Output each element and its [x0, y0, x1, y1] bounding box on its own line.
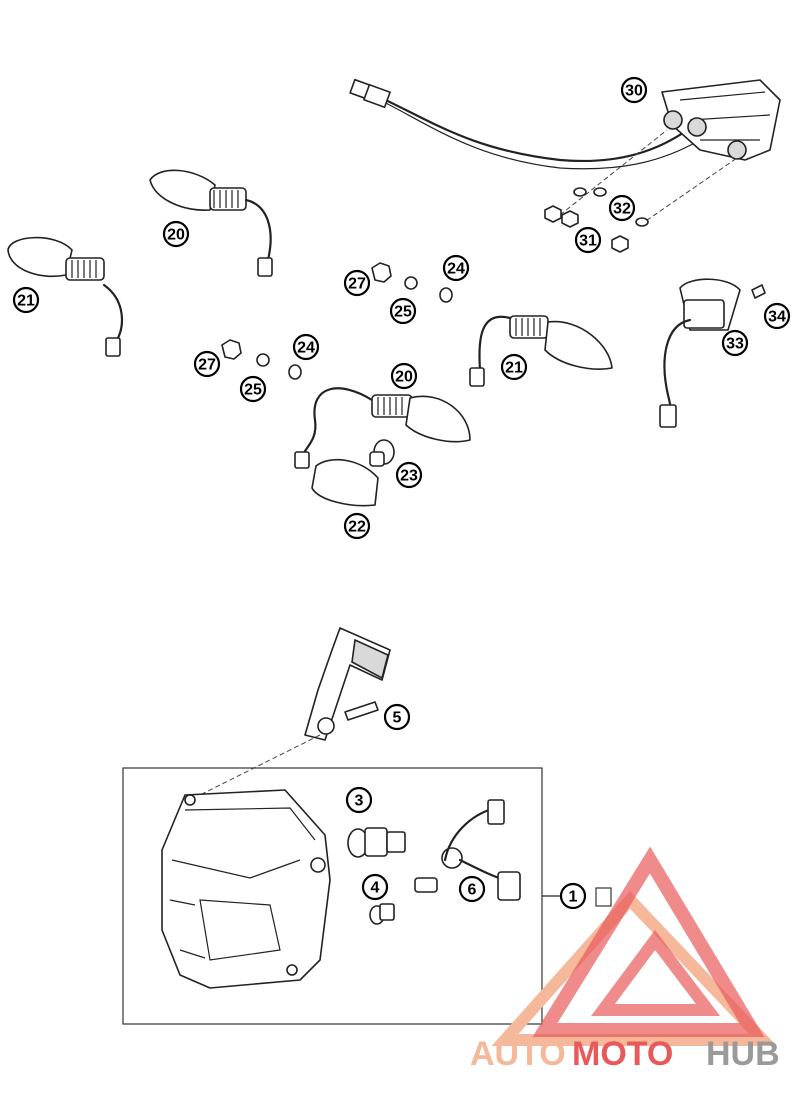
callout-label: 1: [569, 889, 578, 906]
watermark-triangle-inner: [591, 929, 721, 1016]
callout-label: 25: [244, 382, 262, 399]
callout-33: 33: [721, 329, 749, 357]
callout-circle: [343, 269, 371, 297]
callout-circle: [239, 375, 267, 403]
callout-label: 32: [613, 201, 631, 218]
callout-circle: [345, 786, 373, 814]
callout-label: 3: [355, 793, 364, 810]
headlight-bulb-3: [347, 827, 406, 858]
callout-20: 20: [162, 220, 190, 248]
callout-24: 24: [292, 333, 320, 361]
callout-label: 6: [468, 882, 477, 899]
callout-label: 21: [17, 293, 35, 310]
callout-label: 23: [400, 468, 418, 485]
parking-bulb-4: [369, 903, 395, 925]
kit-indicator-square: [595, 887, 612, 907]
callout-25: 25: [239, 375, 267, 403]
callout-23: 23: [395, 461, 423, 489]
headlight-housing: [161, 789, 331, 989]
turn-signal-20-middle: [294, 387, 471, 507]
callout-label: 22: [348, 519, 366, 536]
headlight-bracket: [189, 627, 391, 801]
callout-20: 20: [390, 362, 418, 390]
callout-circle: [162, 220, 190, 248]
callout-circle: [292, 333, 320, 361]
callout-circle: [395, 461, 423, 489]
callout-30: 30: [620, 76, 648, 104]
turn-signal-20-upper: [149, 169, 273, 277]
callout-3: 3: [345, 786, 373, 814]
callout-label: 31: [579, 233, 597, 250]
tail-light-assembly: [349, 78, 781, 170]
turn-signal-21-right: [469, 315, 613, 387]
watermark-triangle-light: [491, 891, 777, 1046]
callout-25: 25: [389, 297, 417, 325]
callout-label: 30: [625, 83, 643, 100]
callout-label: 24: [447, 261, 465, 278]
callout-27: 27: [343, 269, 371, 297]
callout-label: 4: [371, 880, 380, 897]
callout-27: 27: [193, 350, 221, 378]
watermark-text-auto: AUTO: [470, 1035, 566, 1073]
callout-circle: [390, 362, 418, 390]
callout-circle: [608, 194, 636, 222]
callout-4: 4: [361, 873, 389, 901]
callout-circle: [193, 350, 221, 378]
turn-signal-21-left: [7, 236, 123, 357]
callout-label: 20: [395, 369, 413, 386]
callout-circle: [361, 873, 389, 901]
callout-label: 5: [393, 710, 402, 727]
callout-22: 22: [343, 512, 371, 540]
callout-21: 21: [12, 286, 40, 314]
callout-32: 32: [608, 194, 636, 222]
callout-label: 21: [505, 360, 523, 377]
watermark-text-hub: HUB: [706, 1035, 780, 1073]
callout-circle: [620, 76, 648, 104]
license-light-33: [659, 278, 766, 428]
callout-circle: [559, 882, 587, 910]
watermark-logo: AUTO MOTO HUB: [470, 846, 780, 1073]
tail-light-hardware: [544, 129, 738, 253]
callout-24: 24: [442, 254, 470, 282]
callout-circle: [343, 512, 371, 540]
callout-label: 25: [394, 304, 412, 321]
watermark-text-moto: MOTO: [572, 1035, 673, 1073]
callout-6: 6: [458, 875, 486, 903]
callout-label: 27: [348, 276, 366, 293]
callout-circle: [12, 286, 40, 314]
socket-harness-6: [414, 799, 521, 901]
callout-circle: [389, 297, 417, 325]
callout-label: 20: [167, 227, 185, 244]
callout-34: 34: [763, 302, 791, 330]
callout-circle: [442, 254, 470, 282]
callout-circle: [458, 875, 486, 903]
hardware-lower-group: [221, 339, 302, 380]
callout-circle: [383, 703, 411, 731]
callout-circle: [721, 329, 749, 357]
callout-circle: [763, 302, 791, 330]
callout-31: 31: [574, 226, 602, 254]
callout-1: 1: [559, 882, 587, 910]
callout-circle: [500, 353, 528, 381]
callout-label: 24: [297, 340, 315, 357]
callout-circle: [574, 226, 602, 254]
callout-21: 21: [500, 353, 528, 381]
callout-5: 5: [383, 703, 411, 731]
callout-label: 33: [726, 336, 744, 353]
watermark-triangle-red: [532, 846, 765, 1037]
hardware-upper-group: [371, 262, 453, 303]
callout-label: 34: [768, 309, 786, 326]
callout-label: 27: [198, 357, 216, 374]
